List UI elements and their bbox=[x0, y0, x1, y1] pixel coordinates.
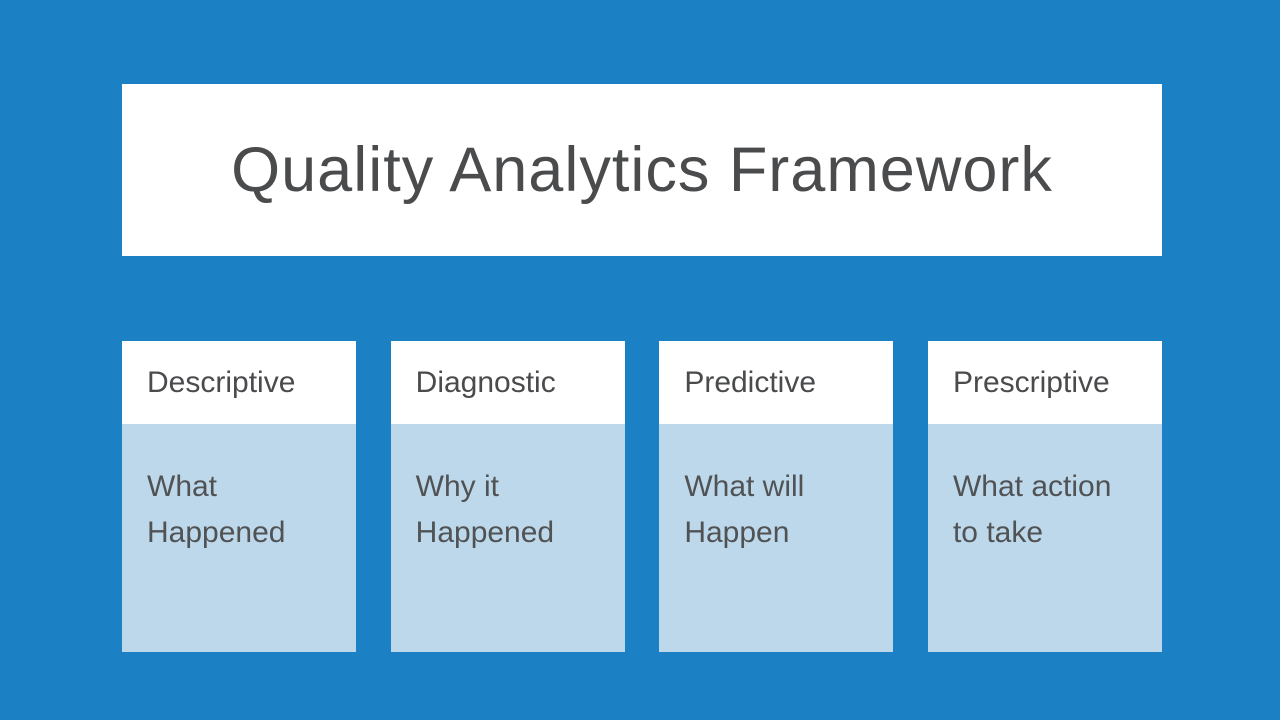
card-header: Predictive bbox=[659, 341, 894, 424]
card-description: What will Happen bbox=[684, 470, 805, 549]
slide-title: Quality Analytics Framework bbox=[231, 135, 1053, 205]
card-body: What will Happen bbox=[659, 424, 894, 652]
card-label: Prescriptive bbox=[952, 365, 1110, 399]
card-header: Descriptive bbox=[122, 341, 356, 424]
card-header: Prescriptive bbox=[927, 341, 1162, 424]
card-diagnostic: Diagnostic Why it Happened bbox=[390, 341, 625, 652]
card-descriptive: Descriptive What Happened bbox=[122, 341, 356, 652]
card-description: What action to take bbox=[952, 470, 1112, 549]
card-label: Predictive bbox=[684, 365, 817, 399]
card-prescriptive: Prescriptive What action to take bbox=[927, 341, 1162, 652]
card-label: Descriptive bbox=[147, 365, 296, 399]
card-body: What Happened bbox=[122, 424, 356, 652]
card-body: What action to take bbox=[927, 424, 1162, 652]
card-label: Diagnostic bbox=[415, 365, 556, 399]
title-box: Quality Analytics Framework bbox=[122, 84, 1162, 256]
card-header: Diagnostic bbox=[390, 341, 625, 424]
cards-row: Descriptive What Happened Diagnostic Why… bbox=[122, 341, 1162, 652]
card-description: What Happened bbox=[147, 470, 286, 549]
card-description: Why it Happened bbox=[415, 470, 555, 549]
card-body: Why it Happened bbox=[390, 424, 625, 652]
card-predictive: Predictive What will Happen bbox=[659, 341, 894, 652]
